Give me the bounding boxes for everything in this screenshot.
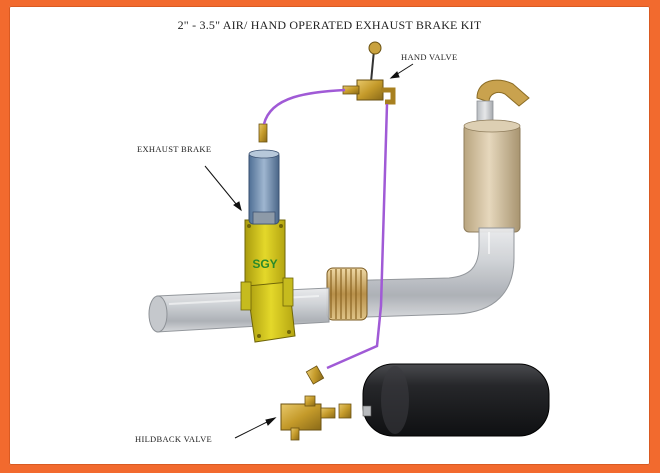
hildback-valve-label: HILDBACK VALVE <box>135 434 213 444</box>
leader-arrows <box>204 63 414 439</box>
air-cylinder <box>248 123 280 225</box>
diagram-title: 2" - 3.5" AIR/ HAND OPERATED EXHAUST BRA… <box>177 18 482 32</box>
hand-valve <box>342 41 396 105</box>
exhaust-brake-label: EXHAUST BRAKE <box>137 144 212 154</box>
flex-bellows <box>326 267 368 321</box>
exhaust-brake-illustration: SGY <box>148 41 550 441</box>
air-tank <box>362 363 550 437</box>
holdback-valve <box>280 365 352 441</box>
diagram-panel: 2" - 3.5" AIR/ HAND OPERATED EXHAUST BRA… <box>9 6 650 465</box>
exhaust-pipe-bend <box>333 227 515 319</box>
brake-marking: SGY <box>252 257 277 271</box>
muffler <box>463 119 521 233</box>
air-lines <box>262 88 389 370</box>
hand-valve-label: HAND VALVE <box>401 52 458 62</box>
exhaust-brake-body <box>240 219 296 343</box>
inlet-pipe <box>148 287 330 333</box>
